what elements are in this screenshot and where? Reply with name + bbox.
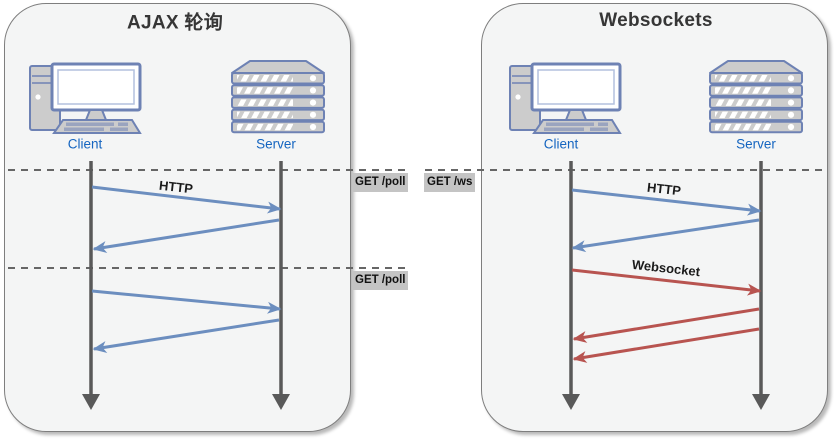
http-request-arrow <box>571 188 762 216</box>
websocket-push-arrow <box>572 307 760 343</box>
client-label: Client <box>67 136 103 152</box>
websocket-message-arrow <box>571 268 762 296</box>
server-stack-icon <box>709 60 803 134</box>
http-request-arrow <box>91 185 282 214</box>
server-label: Server <box>736 136 776 152</box>
server-stack-icon <box>231 60 325 134</box>
lifeline-arrowhead <box>82 394 100 410</box>
server-label: Server <box>256 136 296 152</box>
get-ws-label: GET /ws <box>424 173 476 192</box>
websocket-push-arrow <box>572 327 760 363</box>
lifeline-arrowhead <box>272 394 290 410</box>
client-computer-icon <box>508 62 622 135</box>
client-computer-icon <box>28 62 142 135</box>
client-label: Client <box>543 136 579 152</box>
get-poll-label-1: GET /poll <box>352 173 409 192</box>
http-request-arrow <box>91 289 282 314</box>
http-response-arrow <box>92 218 280 253</box>
ajax-panel-title: AJAX 轮询 <box>126 12 224 34</box>
http-response-arrow <box>571 218 760 253</box>
lifeline-arrowhead <box>562 394 580 410</box>
websockets-panel-title: Websockets <box>599 10 713 31</box>
http-response-arrow <box>92 318 280 353</box>
get-poll-label-2: GET /poll <box>352 271 409 290</box>
lifeline-arrowhead <box>752 394 770 410</box>
